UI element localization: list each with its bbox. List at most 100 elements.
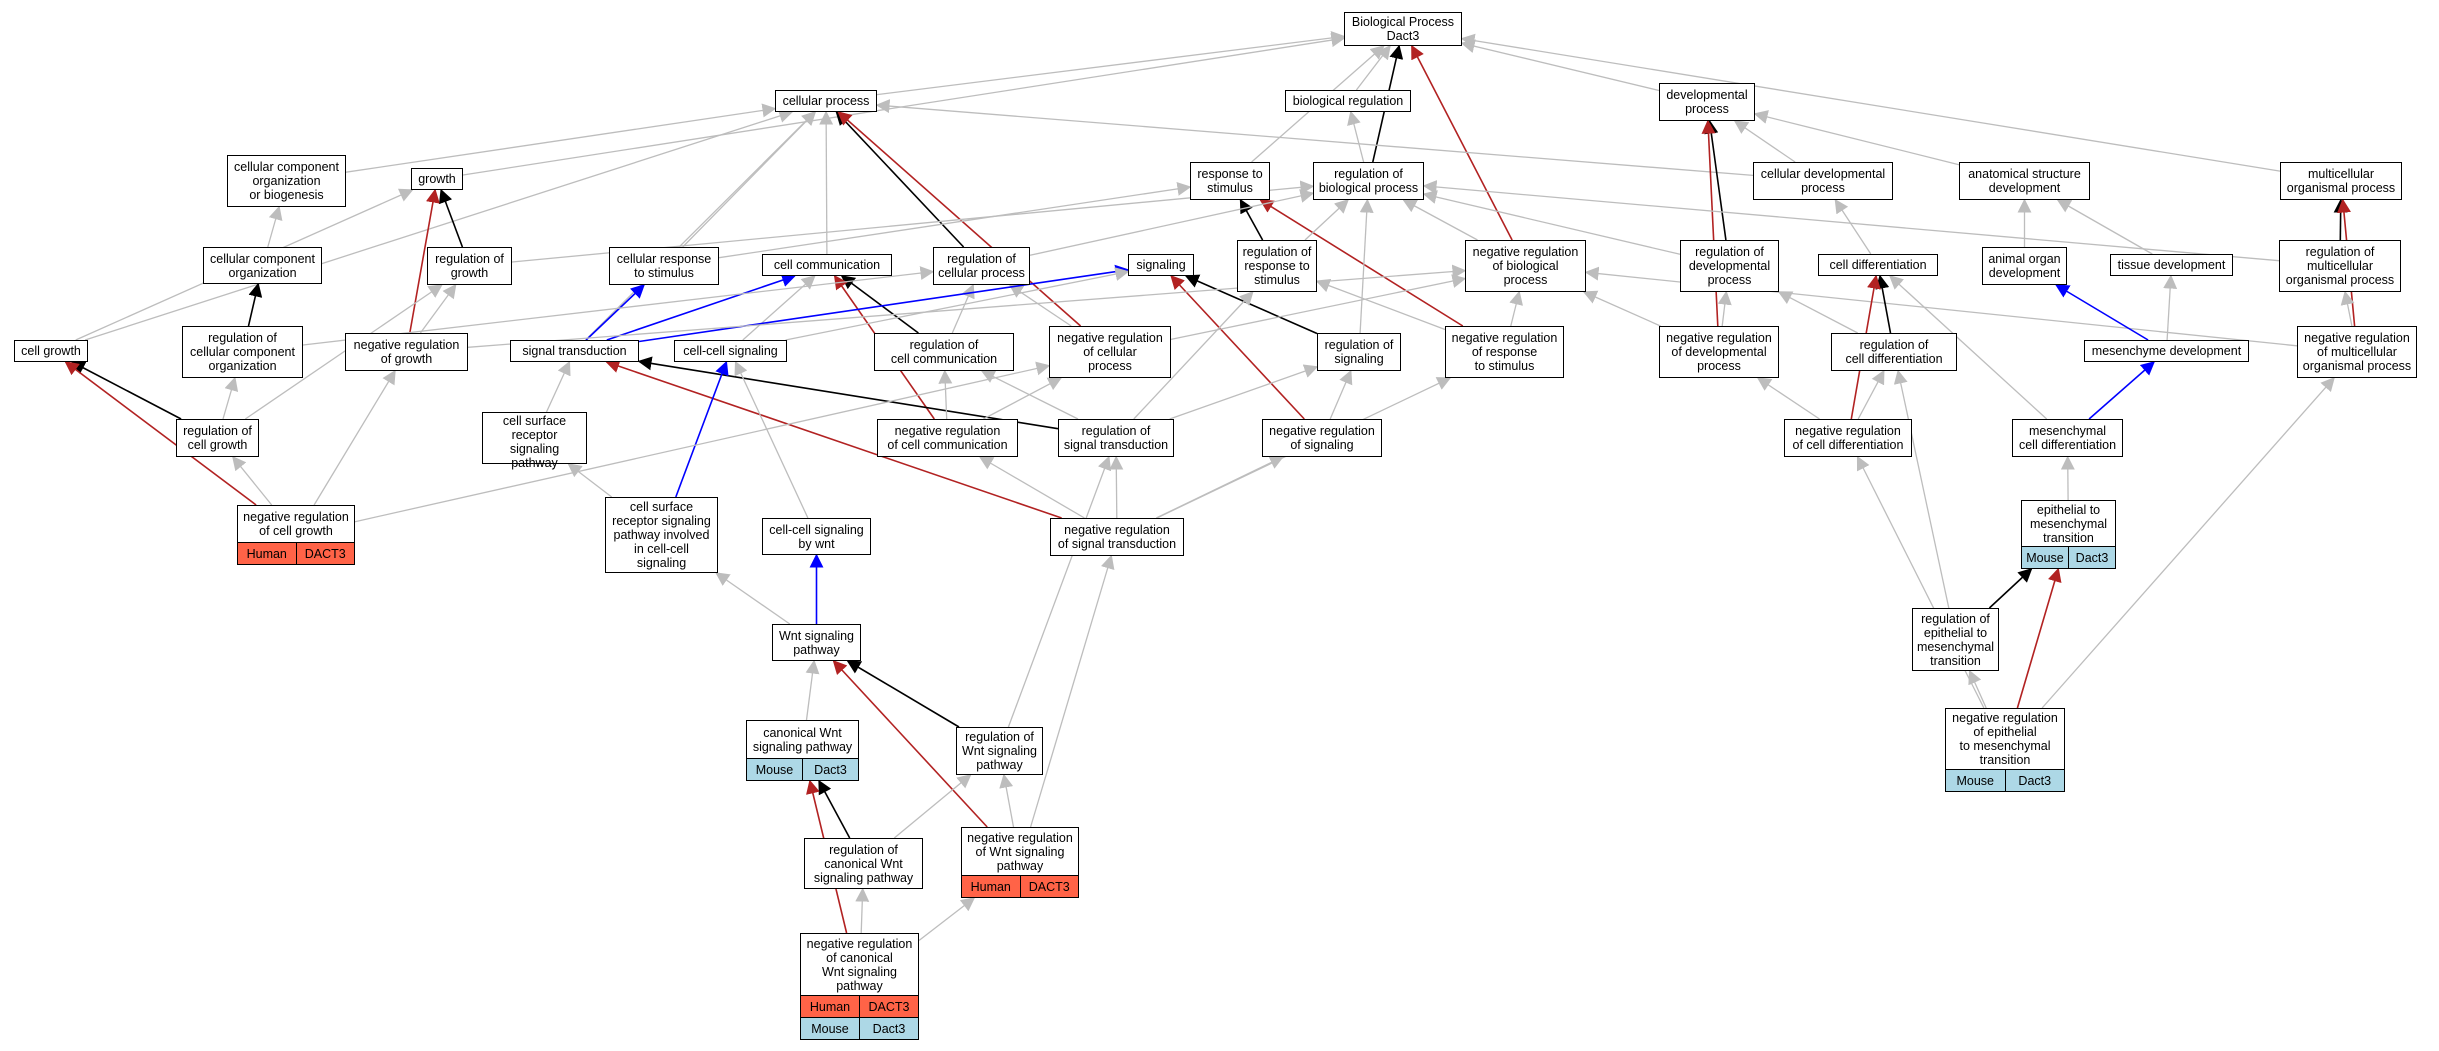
go-term-label: tissue development	[2117, 258, 2226, 272]
go-term-regulation-of-cell-differentiation[interactable]: regulation of cell differentiation	[1831, 333, 1957, 371]
go-term-regulation-of-cell-growth[interactable]: regulation of cell growth	[176, 419, 259, 457]
go-term-label: regulation of developmental process	[1688, 245, 1771, 287]
go-term-cco[interactable]: cellular component organization	[203, 247, 322, 284]
edge-negatively-regulates	[64, 361, 257, 506]
go-term-tissue-development[interactable]: tissue development	[2110, 254, 2233, 276]
go-term-neg-reg-growth[interactable]: negative regulation of growth	[345, 333, 468, 371]
go-term-neg-reg-response-to-stimulus[interactable]: negative regulation of response to stimu…	[1445, 326, 1564, 378]
go-term-neg-reg-cell-communication[interactable]: negative regulation of cell communicatio…	[877, 419, 1018, 457]
edge-is-a	[1329, 369, 1353, 420]
go-term-cell-cell-signaling-by-wnt[interactable]: cell-cell signaling by wnt	[762, 518, 871, 555]
edge-is-a	[267, 205, 283, 248]
go-term-regulation-of-developmental-process[interactable]: regulation of developmental process	[1680, 240, 1779, 292]
go-term-neg-reg-cellular-process[interactable]: negative regulation of cellular process	[1049, 326, 1171, 378]
go-term-cellular-developmental-process[interactable]: cellular developmental process	[1753, 162, 1893, 200]
go-term-label: developmental process	[1666, 88, 1748, 116]
go-term-cell-growth[interactable]: cell growth	[14, 340, 88, 362]
edge-is-a	[893, 774, 972, 839]
go-term-regulation-of-multicellular-organismal-process[interactable]: regulation of multicellular organismal p…	[2279, 240, 2401, 292]
go-term-reg-wnt[interactable]: regulation of Wnt signaling pathway	[956, 727, 1043, 775]
go-term-label: cellular developmental process	[1760, 167, 1886, 195]
go-term-regulation-of-biological-process[interactable]: regulation of biological process	[1313, 162, 1424, 200]
go-term-ccob[interactable]: cellular component organization or bioge…	[227, 155, 346, 207]
go-term-regulation-of-cellular-process[interactable]: regulation of cellular process	[933, 247, 1030, 285]
go-term-label: negative regulation of cell communicatio…	[887, 424, 1008, 452]
edge-is-a	[585, 111, 816, 341]
go-term-reg-canonical-wnt[interactable]: regulation of canonical Wnt signaling pa…	[804, 838, 923, 889]
go-term-biological-regulation[interactable]: biological regulation	[1285, 90, 1411, 112]
go-term-label: cell growth	[21, 344, 81, 358]
go-term-neg-reg-signal-transduction[interactable]: negative regulation of signal transducti…	[1050, 518, 1184, 556]
go-term-mesenchymal-cell-differentiation[interactable]: mesenchymal cell differentiation	[2012, 419, 2123, 457]
go-term-cell-communication[interactable]: cell communication	[762, 254, 892, 276]
go-term-cell-cell-signaling[interactable]: cell-cell signaling	[674, 340, 787, 362]
go-term-anatomical-structure-development[interactable]: anatomical structure development	[1959, 162, 2090, 200]
go-term-cell-differentiation[interactable]: cell differentiation	[1818, 254, 1938, 276]
go-term-label: negative regulation of biological proces…	[1472, 245, 1579, 287]
go-term-neg-reg-signaling[interactable]: negative regulation of signaling	[1262, 419, 1382, 457]
edge-is-a	[1888, 275, 2048, 420]
edge-regulates	[1875, 274, 1892, 334]
edge-is-a	[2163, 274, 2178, 341]
go-term-cellular-response-to-stimulus[interactable]: cellular response to stimulus	[609, 247, 719, 285]
go-term-regulation-of-response-to-stimulus[interactable]: regulation of response to stimulus	[1237, 240, 1317, 292]
edge-is-a	[1156, 456, 1284, 519]
go-term-animal-organ-development[interactable]: animal organ development	[1982, 247, 2067, 285]
edge-is-a	[1029, 189, 1315, 256]
go-term-label: Wnt signaling pathway	[778, 628, 855, 657]
gene-cell: Dact3	[2068, 547, 2115, 568]
go-term-regulation-of-growth[interactable]: regulation of growth	[427, 247, 512, 285]
go-term-label: signaling	[1136, 258, 1186, 272]
gene-cell: DACT3	[295, 543, 355, 564]
edge-is-a	[1717, 290, 1732, 327]
go-term-bp[interactable]: Biological Process Dact3	[1344, 12, 1462, 46]
edge-is-a	[567, 463, 613, 498]
edge-is-a	[1008, 284, 1072, 327]
edge-part-of	[2088, 361, 2156, 420]
edge-is-a	[718, 181, 1192, 259]
go-term-signaling[interactable]: signaling	[1128, 254, 1194, 276]
go-term-cell-surface-receptor-signaling-pathway[interactable]: cell surface receptor signaling pathway	[482, 412, 587, 470]
go-term-reg-emt[interactable]: regulation of epithelial to mesenchymal …	[1912, 608, 1999, 671]
go-term-neg-reg-emt[interactable]: negative regulation of epithelial to mes…	[1945, 708, 2065, 792]
edge-is-a	[1133, 290, 1254, 420]
go-term-label: negative regulation of cell differentiat…	[1792, 424, 1904, 452]
go-term-neg-reg-cell-differentiation[interactable]: negative regulation of cell differentiat…	[1784, 419, 1912, 457]
edge-regulates	[637, 356, 1059, 430]
edge-regulates	[247, 282, 263, 327]
edge-is-a	[999, 773, 1015, 828]
go-term-growth[interactable]: growth	[411, 168, 463, 190]
go-term-csrsp-cell-cell[interactable]: cell surface receptor signaling pathway …	[605, 497, 718, 573]
go-term-mesenchyme-development[interactable]: mesenchyme development	[2084, 340, 2249, 362]
edge-is-a	[1422, 180, 2280, 262]
go-term-neg-reg-wnt[interactable]: negative regulation of Wnt signaling pat…	[961, 827, 1079, 898]
go-term-developmental-process[interactable]: developmental process	[1659, 83, 1755, 121]
go-term-regulation-of-signaling[interactable]: regulation of signaling	[1317, 333, 1401, 371]
go-term-regulation-of-cell-communication[interactable]: regulation of cell communication	[874, 333, 1014, 371]
go-term-regulation-of-signal-transduction[interactable]: regulation of signal transduction	[1058, 419, 1174, 457]
edge-is-a	[84, 109, 794, 341]
go-term-neg-reg-developmental-process[interactable]: negative regulation of developmental pro…	[1659, 326, 1779, 378]
go-term-neg-reg-biological-process[interactable]: negative regulation of biological proces…	[1465, 240, 1586, 292]
go-term-response-to-stimulus[interactable]: response to stimulus	[1190, 162, 1270, 200]
edge-negatively-regulates	[2016, 567, 2062, 709]
edge-is-a	[232, 455, 273, 506]
edge-regulates	[70, 361, 182, 420]
go-term-neg-reg-multicellular-organismal-process[interactable]: negative regulation of multicellular org…	[2297, 326, 2417, 378]
species-cell: Mouse	[1956, 773, 1995, 788]
go-term-wnt-signaling-pathway[interactable]: Wnt signaling pathway	[772, 624, 861, 661]
edge-is-a	[1777, 291, 1859, 334]
go-term-cellular-process[interactable]: cellular process	[775, 90, 877, 112]
go-term-reg-cco[interactable]: regulation of cellular component organiz…	[182, 326, 303, 378]
edge-is-a	[2056, 199, 2153, 255]
edge-is-a	[742, 275, 816, 341]
go-term-multicellular-organismal-process[interactable]: multicellular organismal process	[2280, 162, 2402, 200]
go-term-signal-transduction[interactable]: signal transduction	[510, 340, 639, 362]
go-term-neg-reg-canonical-wnt[interactable]: negative regulation of canonical Wnt sig…	[800, 933, 919, 1040]
